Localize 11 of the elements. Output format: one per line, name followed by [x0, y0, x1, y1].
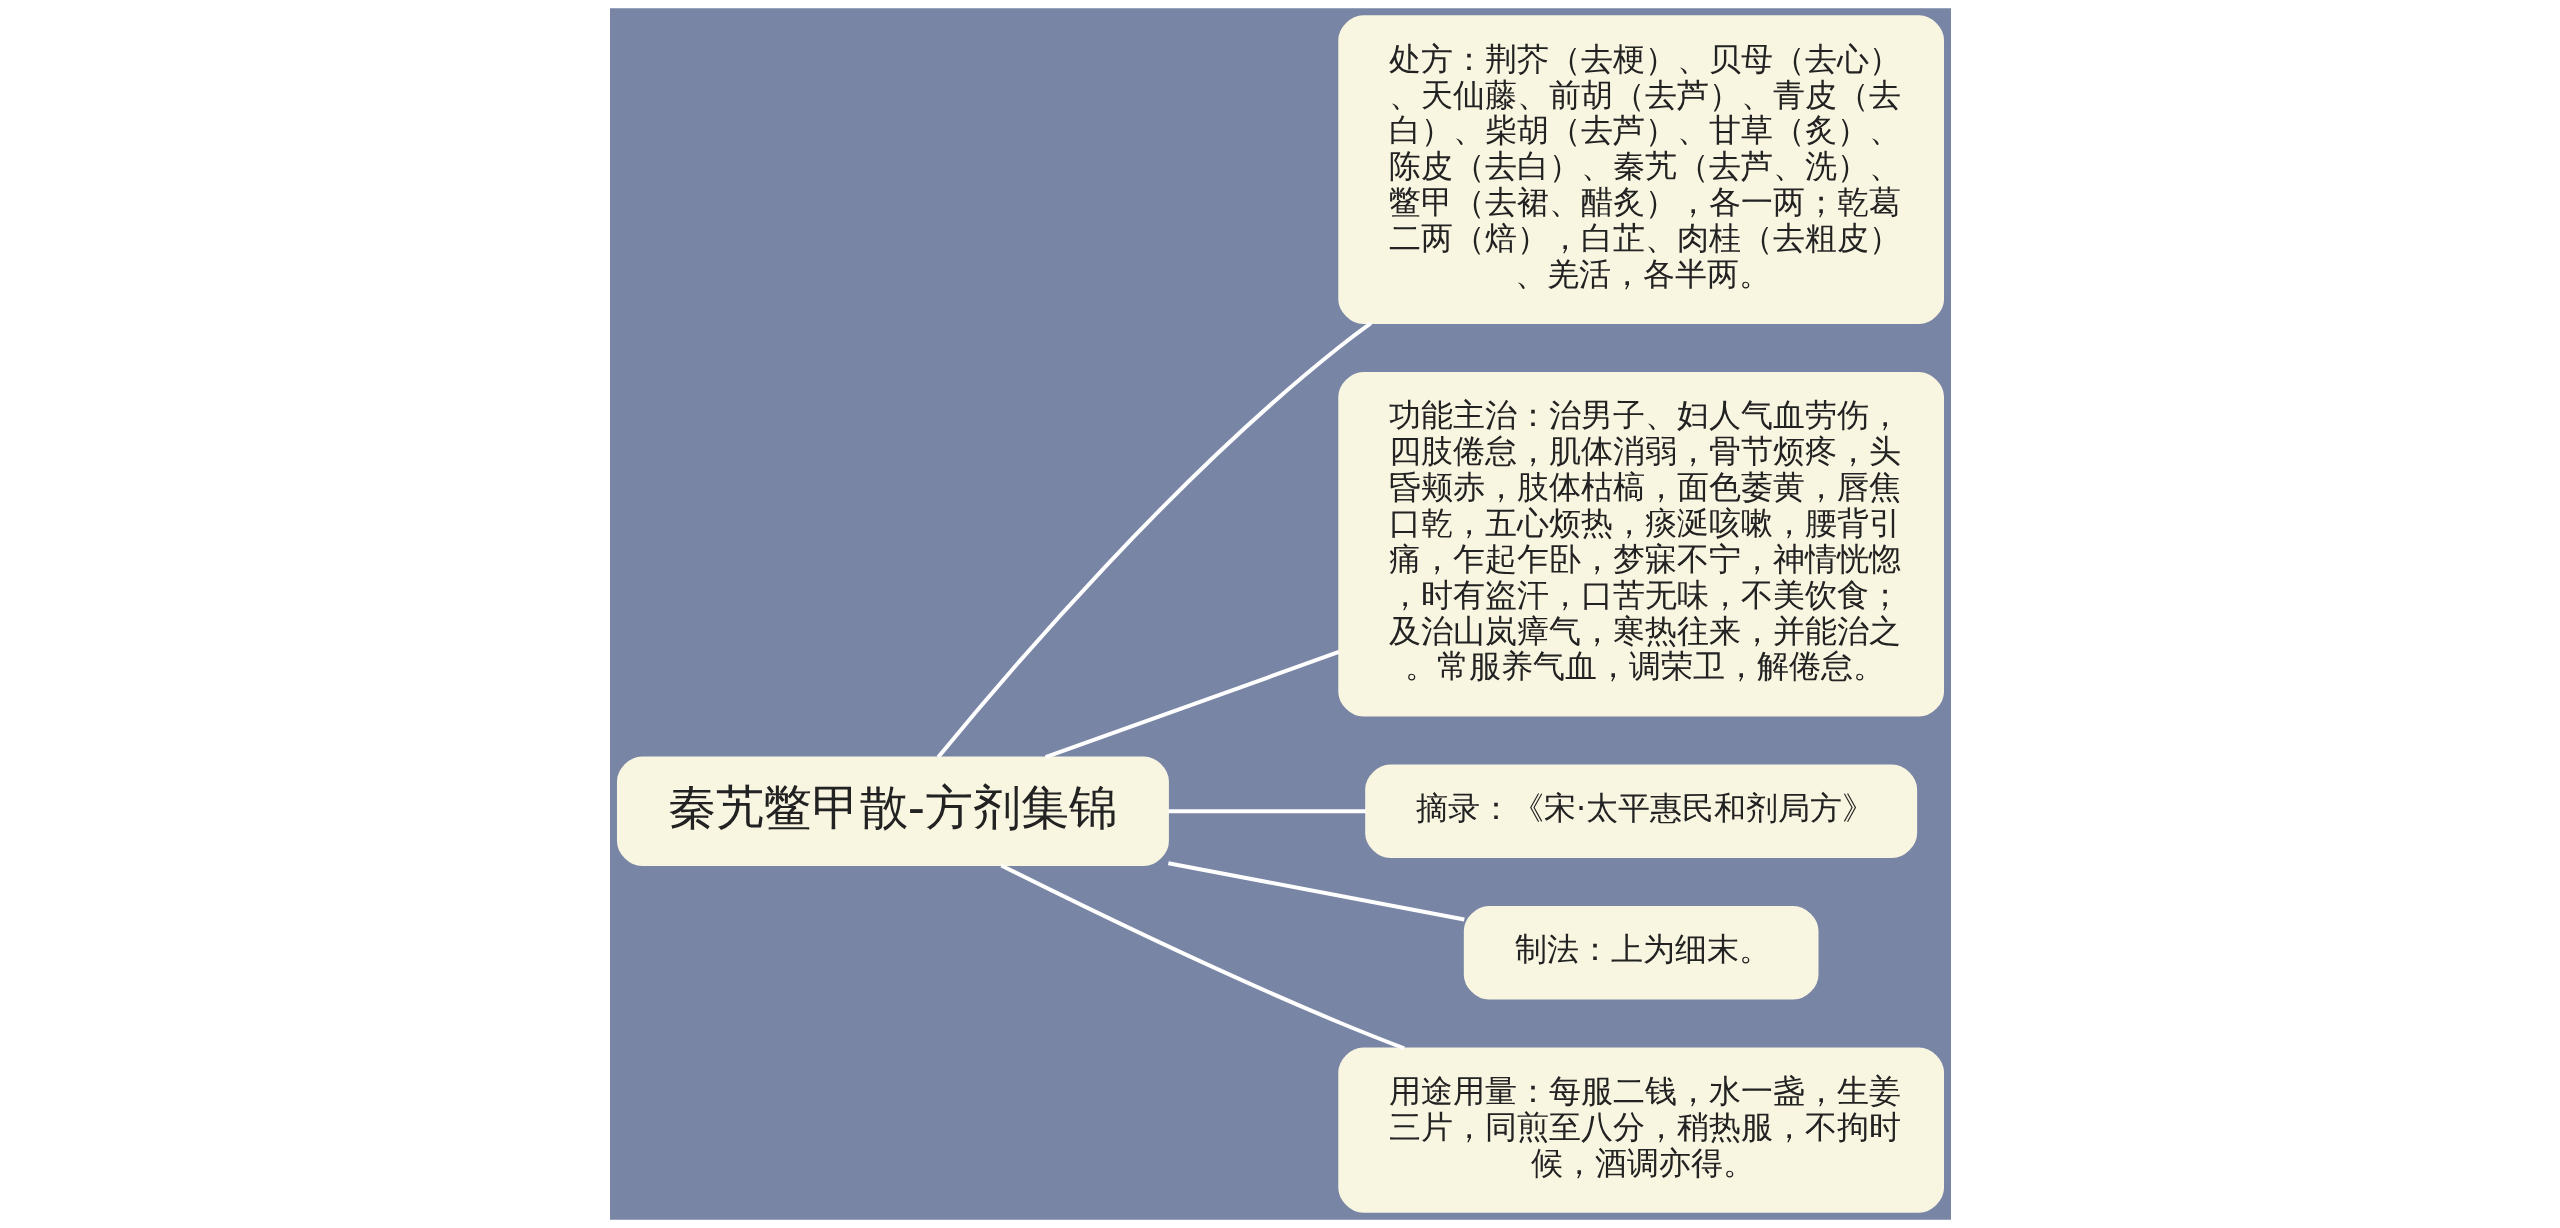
- connector: [1167, 861, 1465, 922]
- node-box: 用途用量：每服二钱，水一盏，生姜三片，同煎至八分，稍热服，不拘时候，酒调亦得。: [1337, 1047, 1944, 1213]
- connector: [936, 321, 1372, 759]
- node-box: 摘录：《宋·太平惠民和剂局方》: [1364, 764, 1917, 859]
- connector: [1044, 650, 1340, 760]
- node-box: 功能主治：治男子、妇人气血劳伤，四肢倦怠，肌体消弱，骨节烦疼，头昏颊赤，肢体枯槁，面色萎黄，唇焦口乾，五心烦热，痰涎咳嗽，腰背引痛，乍起乍卧，梦寐不宁，神情恍惚，时有盗汗，口苦无味，不美饮食；及治山岚瘴气，寒热往来，并能治之。常服养气血，调荣卫，解倦怠。: [1337, 371, 1944, 717]
- node-box: 处方：荆芥（去梗）、贝母（去心）、天仙藤、前胡（去芦）、青皮（去白）、柴胡（去芦）、甘草（炙）、陈皮（去白）、秦艽（去芦、洗）、鳖甲（去裙、醋炙），各一两；乾葛二两（焙），白芷、肉桂（去粗皮）、羌活，各半两。: [1337, 15, 1944, 325]
- connector: [1167, 809, 1366, 814]
- node-box: 制法：上为细末。: [1463, 905, 1818, 1000]
- connector: [999, 863, 1405, 1051]
- node-box: 秦艽鳖甲散-方剂集锦: [616, 756, 1169, 867]
